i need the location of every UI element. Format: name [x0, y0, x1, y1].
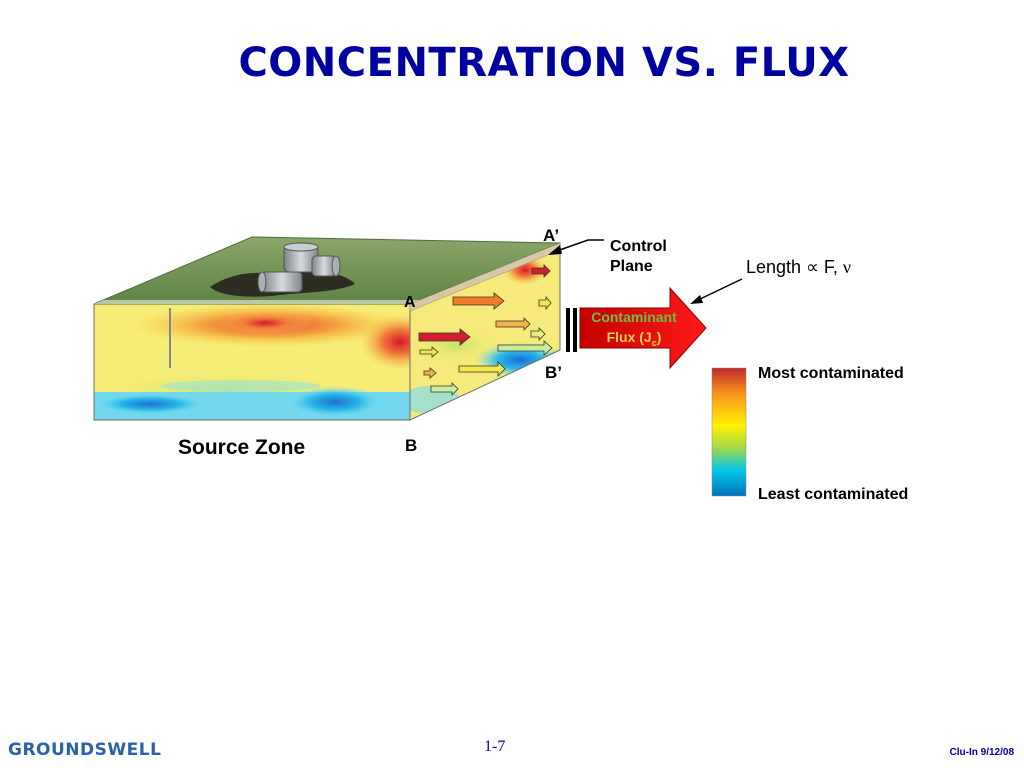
- flux-arrow: [418, 328, 471, 346]
- footer-date: Clu-In 9/12/08: [949, 747, 1014, 758]
- flux-arrow: [497, 340, 553, 356]
- flux-arrow: [531, 264, 551, 278]
- flux-arrow: [495, 317, 531, 331]
- page-number: 1-7: [484, 738, 506, 755]
- contaminant-flux-label: Contaminant Flux (Jc): [578, 307, 690, 353]
- flux-arrow: [538, 295, 552, 311]
- flux-arrow: [452, 292, 505, 310]
- flux-label-line2: Flux (Jc): [578, 327, 690, 353]
- flux-arrow: [419, 346, 439, 358]
- contaminant-flux-arrow: [566, 286, 707, 370]
- point-b-prime-label: B’: [545, 363, 562, 382]
- block-front-face: [93, 303, 411, 421]
- flux-label-line1: Contaminant: [591, 309, 677, 325]
- control-plane-label: Control Plane: [610, 237, 667, 277]
- legend-high-label: Most contaminated: [758, 365, 904, 382]
- groundswell-logo: GROUNDSWELL: [8, 740, 162, 760]
- length-nu: ν: [842, 257, 852, 277]
- legend-low-label: Least contaminated: [758, 486, 909, 503]
- control-plane-line1: Control: [610, 238, 667, 255]
- control-plane-pointer: [548, 239, 604, 255]
- leaking-drums-icon: [257, 242, 341, 293]
- length-proportional-label: Length ∝ F, ν: [746, 257, 851, 278]
- flux-arrow: [530, 327, 546, 341]
- flux-arrow: [458, 361, 506, 377]
- source-zone-label: Source Zone: [178, 436, 306, 459]
- point-a-label: A: [404, 294, 416, 311]
- flux-label-subscript: c: [651, 337, 657, 348]
- point-a-prime-label: A’: [543, 226, 560, 245]
- flux-label-prefix: Flux (J: [606, 329, 652, 345]
- flux-arrow: [423, 367, 437, 379]
- point-b-label: B: [405, 436, 418, 455]
- flux-arrow: [430, 382, 459, 396]
- slide-title: CONCENTRATION VS. FLUX: [238, 40, 850, 86]
- concentration-legend-bar: [711, 367, 747, 497]
- control-plane-line2: Plane: [610, 258, 653, 275]
- length-pointer: [690, 278, 743, 304]
- flux-arrows: [418, 264, 553, 396]
- flux-label-suffix: ): [656, 329, 662, 345]
- length-prefix: Length ∝ F,: [746, 257, 843, 277]
